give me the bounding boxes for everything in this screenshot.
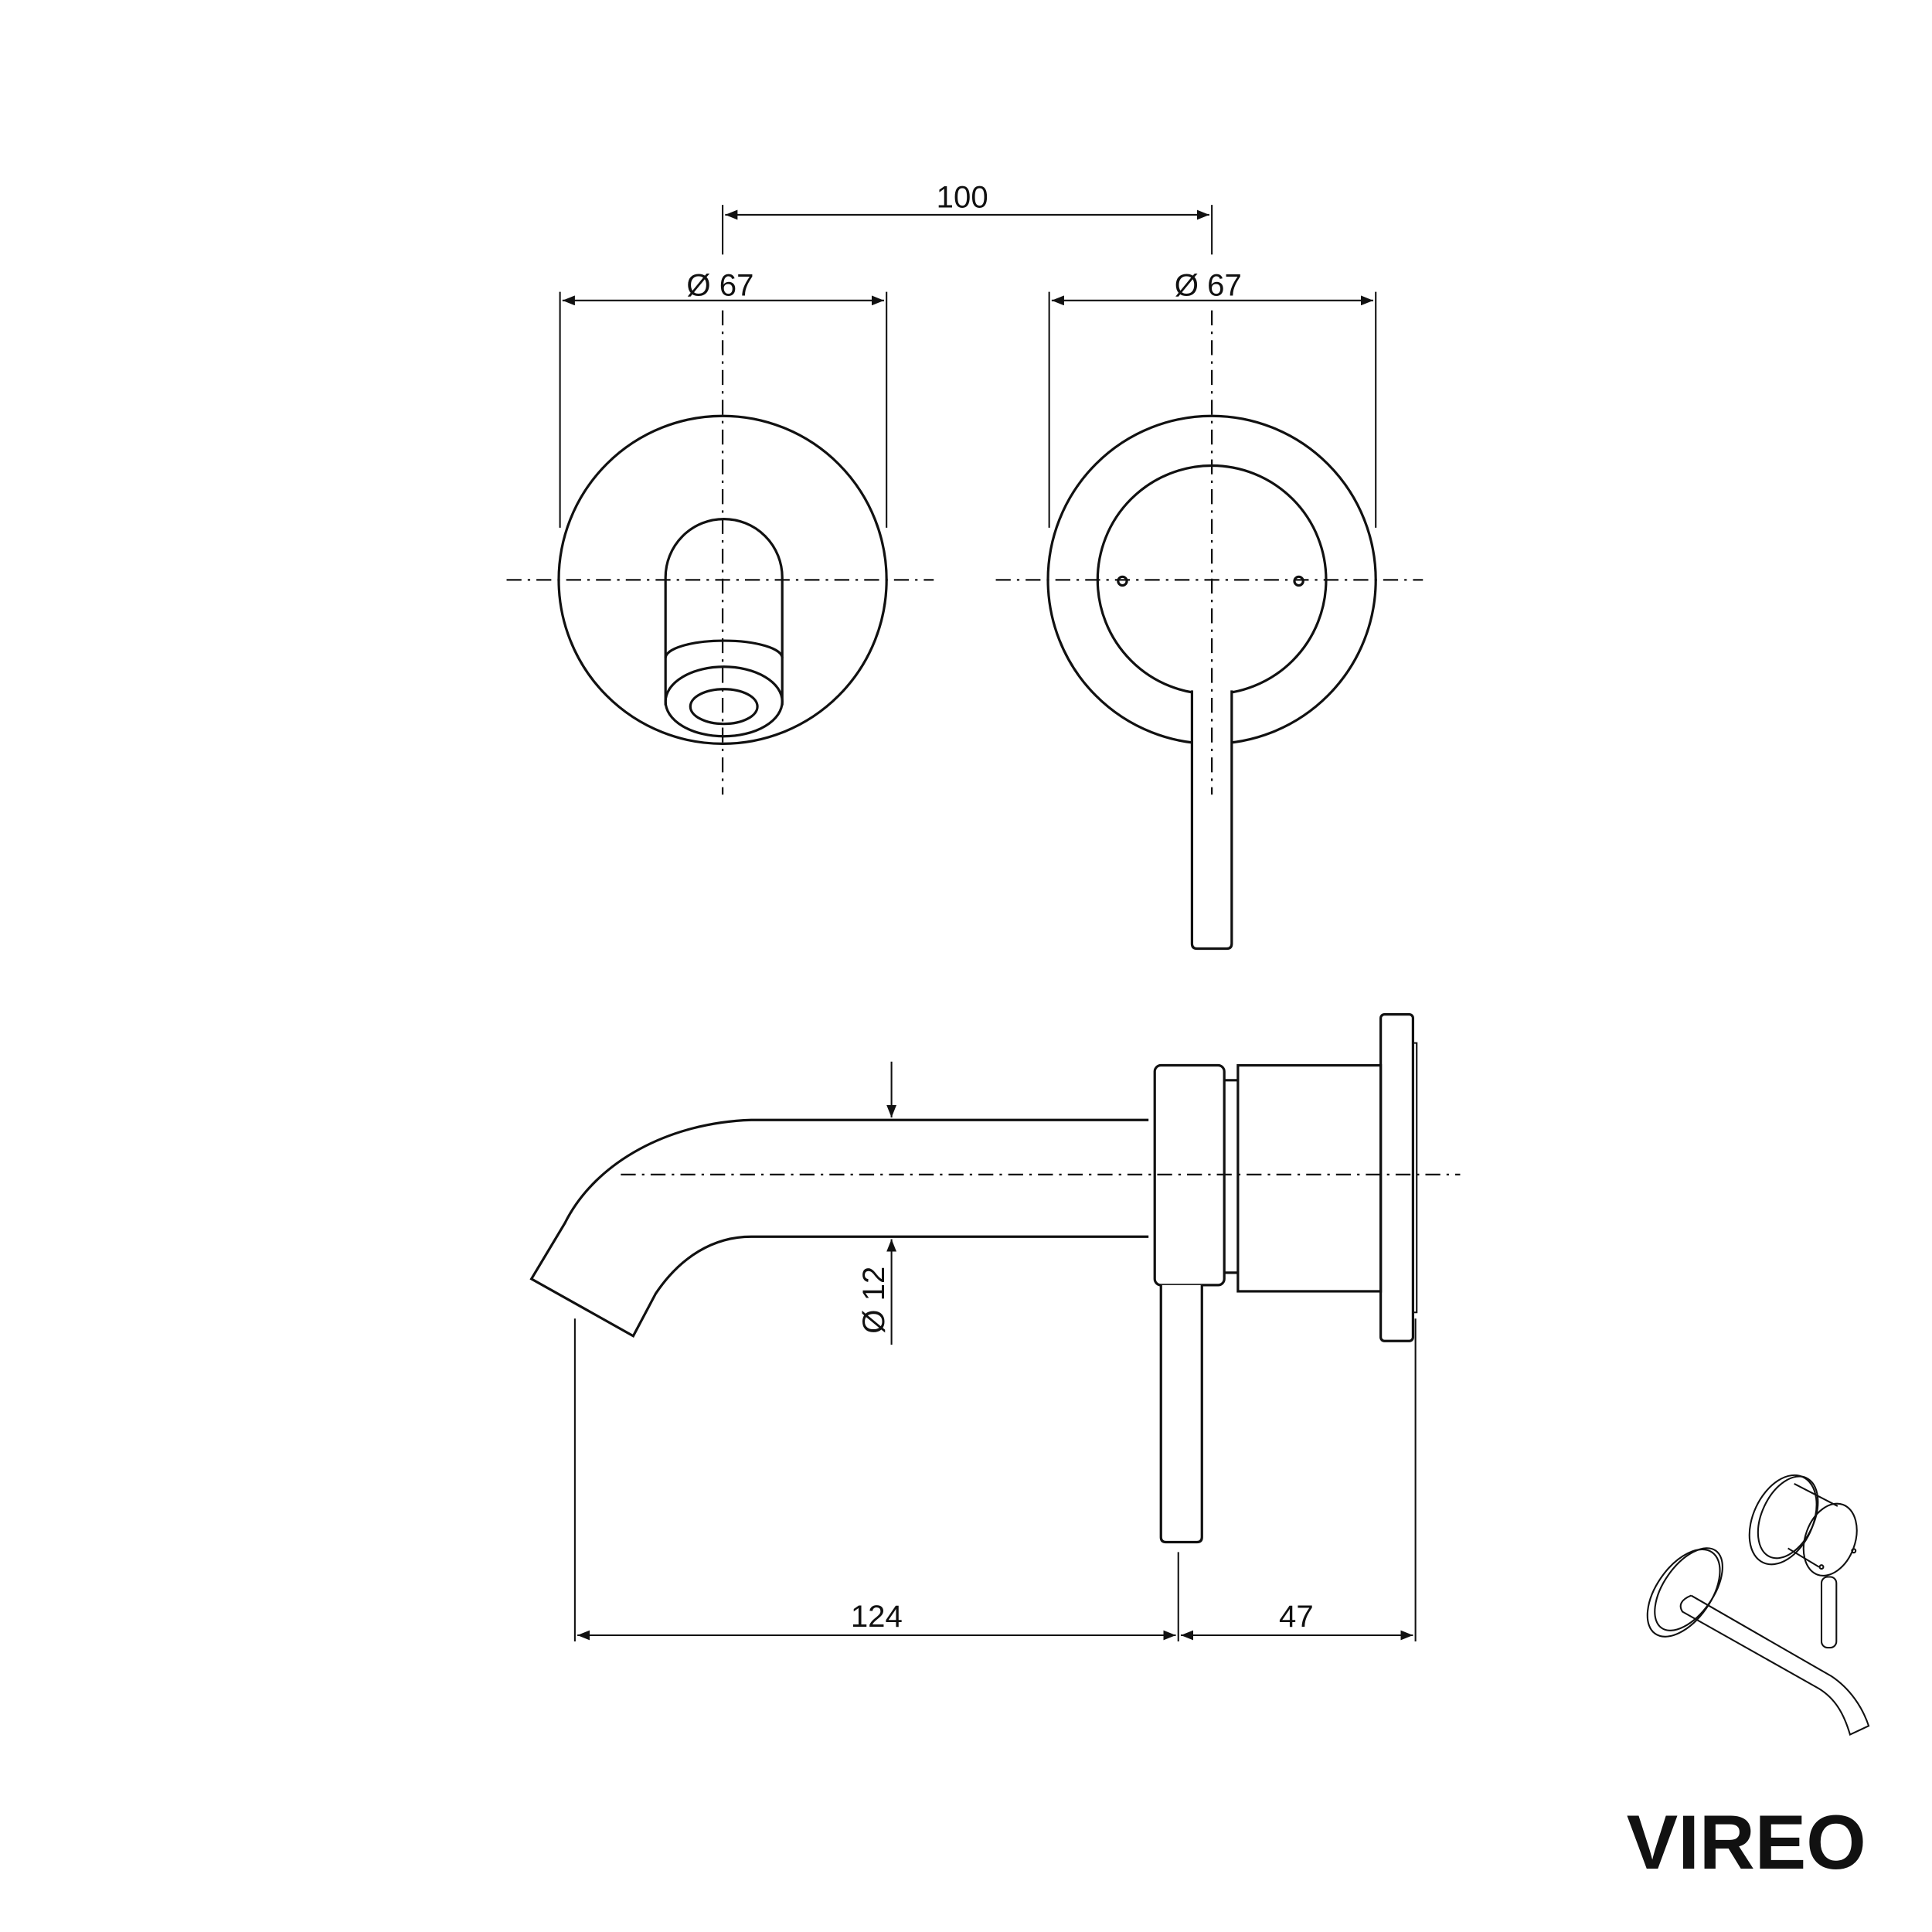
dimension-spout-diameter: Ø 12 [856,1267,891,1334]
spout-outlet [664,665,784,738]
dimension-mixer-projection: 47 [1279,1599,1314,1634]
dimension-mixer-plate: Ø 67 [1175,267,1242,302]
brand-logo: VIREO [1627,1800,1866,1886]
front-view-spout [506,310,934,795]
mixer-body-side [1236,1063,1383,1293]
spout-outlet-hole [689,688,759,726]
spout-body [664,518,784,706]
mixer-lever [1190,690,1233,951]
side-view: Ø 12 [529,1013,1461,1544]
front-view-mixer [995,310,1423,951]
mixer-lever-side [1159,1284,1203,1544]
spout-side [529,1118,1149,1338]
dimension-spout-projection: 124 [851,1599,903,1634]
wall-flange-side [1379,1013,1415,1342]
spout-band [664,639,784,658]
dimension-spout-plate: Ø 67 [686,267,753,302]
dimension-spacing: 100 [937,179,988,214]
top-dimensions: 100 Ø 67 Ø 67 [559,179,1377,528]
screw-icon [1293,575,1304,587]
screw-icon [1117,575,1128,587]
bottom-dimensions: 124 47 [573,1318,1417,1642]
isometric-view [1646,1474,1870,1736]
